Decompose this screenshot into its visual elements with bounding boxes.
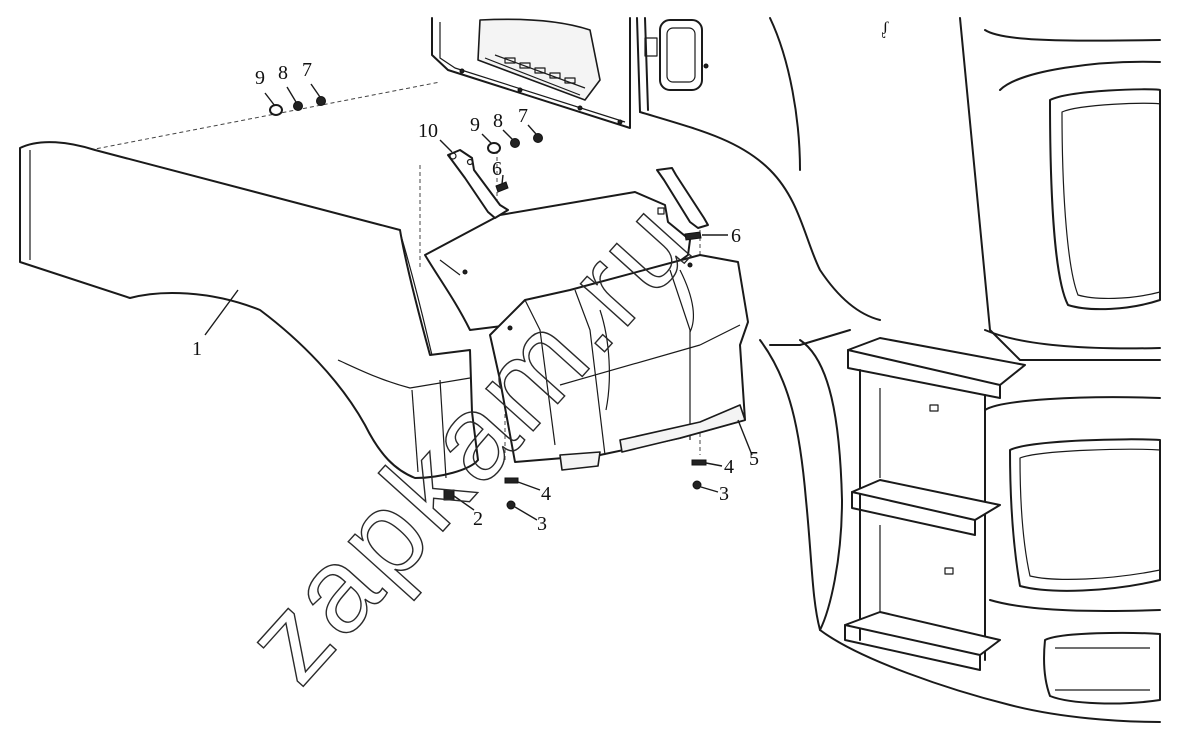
callout-4: 4 — [724, 456, 734, 478]
shield-tab-left — [559, 451, 601, 471]
fog-lamp-window — [1009, 438, 1161, 592]
step-slots — [504, 57, 576, 84]
callout-5: 5 — [749, 448, 759, 470]
lower-grille — [1043, 631, 1161, 705]
bracket-right — [656, 167, 709, 229]
washer-9-b — [487, 142, 501, 154]
nut-7-a — [316, 96, 326, 106]
callout-8: 8 — [278, 62, 288, 84]
callout-9: 9 — [470, 114, 480, 136]
cab-body: ᶘ — [431, 17, 1161, 723]
callout-4: 4 — [541, 483, 551, 505]
callout-labels: 9 8 7 10 9 8 7 6 6 1 5 4 4 3 3 2 — [192, 59, 759, 535]
callout-2: 2 — [473, 508, 483, 530]
washer-8-b — [510, 138, 520, 148]
leader-lines — [204, 83, 753, 521]
headlight-window — [1049, 88, 1161, 311]
callout-6: 6 — [731, 225, 741, 247]
callout-7: 7 — [302, 59, 312, 81]
bolt-6-b — [684, 231, 702, 241]
entry-steps — [844, 337, 1026, 671]
callout-10: 10 — [418, 120, 438, 142]
washer-4-a — [504, 477, 519, 484]
clip-2 — [443, 489, 455, 501]
callout-6: 6 — [492, 158, 502, 180]
washer-8-a — [293, 101, 303, 111]
mudguard-assembly — [424, 191, 749, 471]
callout-3: 3 — [537, 513, 547, 535]
callout-8: 8 — [493, 110, 503, 132]
shield-tab-right — [619, 404, 746, 453]
fasteners — [269, 96, 707, 510]
brand-mark: ᶘ — [882, 18, 890, 38]
washer-4-b — [691, 459, 707, 466]
washer-9-a — [269, 104, 283, 116]
callout-7: 7 — [518, 105, 528, 127]
door-handle — [659, 19, 703, 91]
callout-1: 1 — [192, 338, 202, 360]
callout-3: 3 — [719, 483, 729, 505]
callout-9: 9 — [255, 67, 265, 89]
screw-3-a — [506, 500, 516, 510]
screw-3-b — [692, 480, 702, 490]
bracket-left — [447, 149, 509, 219]
nut-7-b — [533, 133, 543, 143]
door-step-recess — [477, 18, 601, 101]
